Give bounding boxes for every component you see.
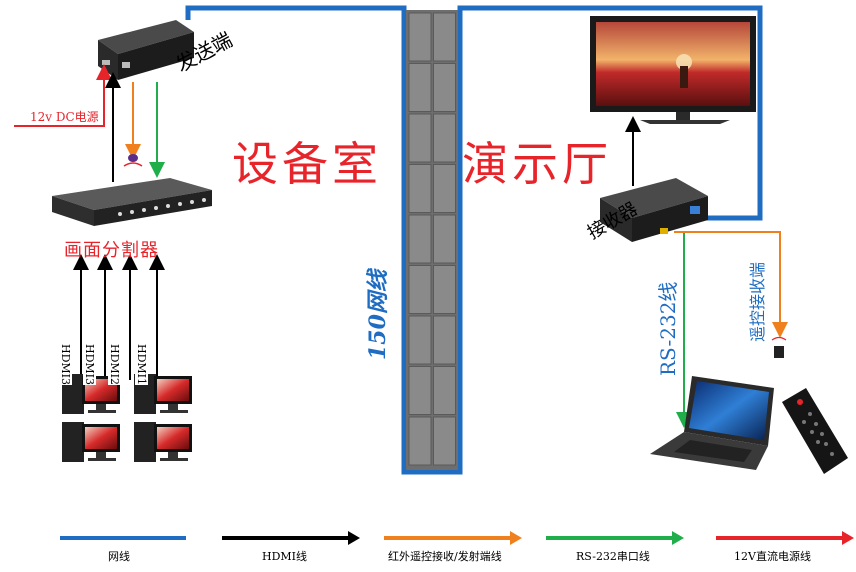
legend-arrowhead-3 bbox=[672, 531, 684, 545]
ir-eye-icon bbox=[123, 154, 143, 167]
conduit-panel bbox=[433, 113, 456, 163]
legend-label-network: 网线 bbox=[108, 550, 130, 563]
conduit-panel bbox=[408, 63, 432, 112]
laptop-icon bbox=[650, 376, 774, 470]
power-line bbox=[14, 64, 112, 127]
ir-line-receiver bbox=[674, 231, 788, 338]
conduit-panel bbox=[433, 12, 456, 62]
network-cable-label: 150网线 bbox=[365, 270, 391, 360]
computer-icon bbox=[134, 422, 192, 462]
conduit-panel bbox=[408, 366, 432, 415]
splitter-device-icon bbox=[52, 178, 212, 226]
cable-conduit bbox=[406, 10, 458, 470]
conduit-panel bbox=[433, 416, 456, 466]
hdmi-input-label-4: HDMI1 bbox=[135, 344, 148, 386]
legend-arrowhead-4 bbox=[842, 531, 854, 545]
legend-lines bbox=[60, 531, 854, 545]
hdmi-input-label-2: HDMI3 bbox=[83, 344, 96, 386]
conduit-panel bbox=[408, 416, 432, 466]
legend-arrowhead-1 bbox=[348, 531, 360, 545]
hdmi-input-label-3: HDMI2 bbox=[108, 344, 121, 386]
computer-icon bbox=[62, 422, 120, 462]
hall-label: 演示厅 bbox=[462, 137, 612, 191]
legend-label-hdmi: HDMI线 bbox=[262, 550, 308, 563]
rs232-label: RS-232线 bbox=[656, 281, 680, 376]
equipment-room-label: 设备室 bbox=[232, 137, 382, 191]
conduit-panel bbox=[408, 315, 432, 365]
conduit-panel bbox=[408, 214, 432, 264]
legend-label-power: 12V直流电源线 bbox=[734, 550, 811, 563]
conduit-panel bbox=[433, 214, 456, 264]
hdmi-input-lines bbox=[73, 254, 165, 380]
receiver-device-icon bbox=[600, 178, 708, 242]
sender-device-icon bbox=[98, 20, 194, 80]
legend-label-rs232: RS-232串口线 bbox=[576, 550, 650, 563]
network-cable-line bbox=[185, 5, 763, 475]
remote-control-icon bbox=[782, 388, 848, 474]
conduit-panel bbox=[433, 265, 456, 314]
power-input-label: 12v DC电源 bbox=[30, 110, 99, 124]
conduit-panel bbox=[408, 12, 432, 62]
conduit-panel bbox=[433, 164, 456, 213]
legend-label-ir: 红外遥控接收/发射端线 bbox=[388, 550, 502, 563]
ir-receiver-icon bbox=[771, 336, 787, 358]
hdmi-input-label-1: HDMI3 bbox=[59, 344, 72, 386]
conduit-panel bbox=[408, 164, 432, 213]
conduit-panel bbox=[433, 366, 456, 415]
conduit-panel bbox=[408, 113, 432, 163]
conduit-panel bbox=[433, 315, 456, 365]
conduit-panel bbox=[408, 265, 432, 314]
tv-icon bbox=[590, 16, 756, 124]
ir-receiver-label: 遥控接收端 bbox=[748, 261, 767, 342]
splitter-label: 画面分割器 bbox=[64, 240, 159, 261]
legend-arrowhead-2 bbox=[510, 531, 522, 545]
conduit-panel bbox=[433, 63, 456, 112]
